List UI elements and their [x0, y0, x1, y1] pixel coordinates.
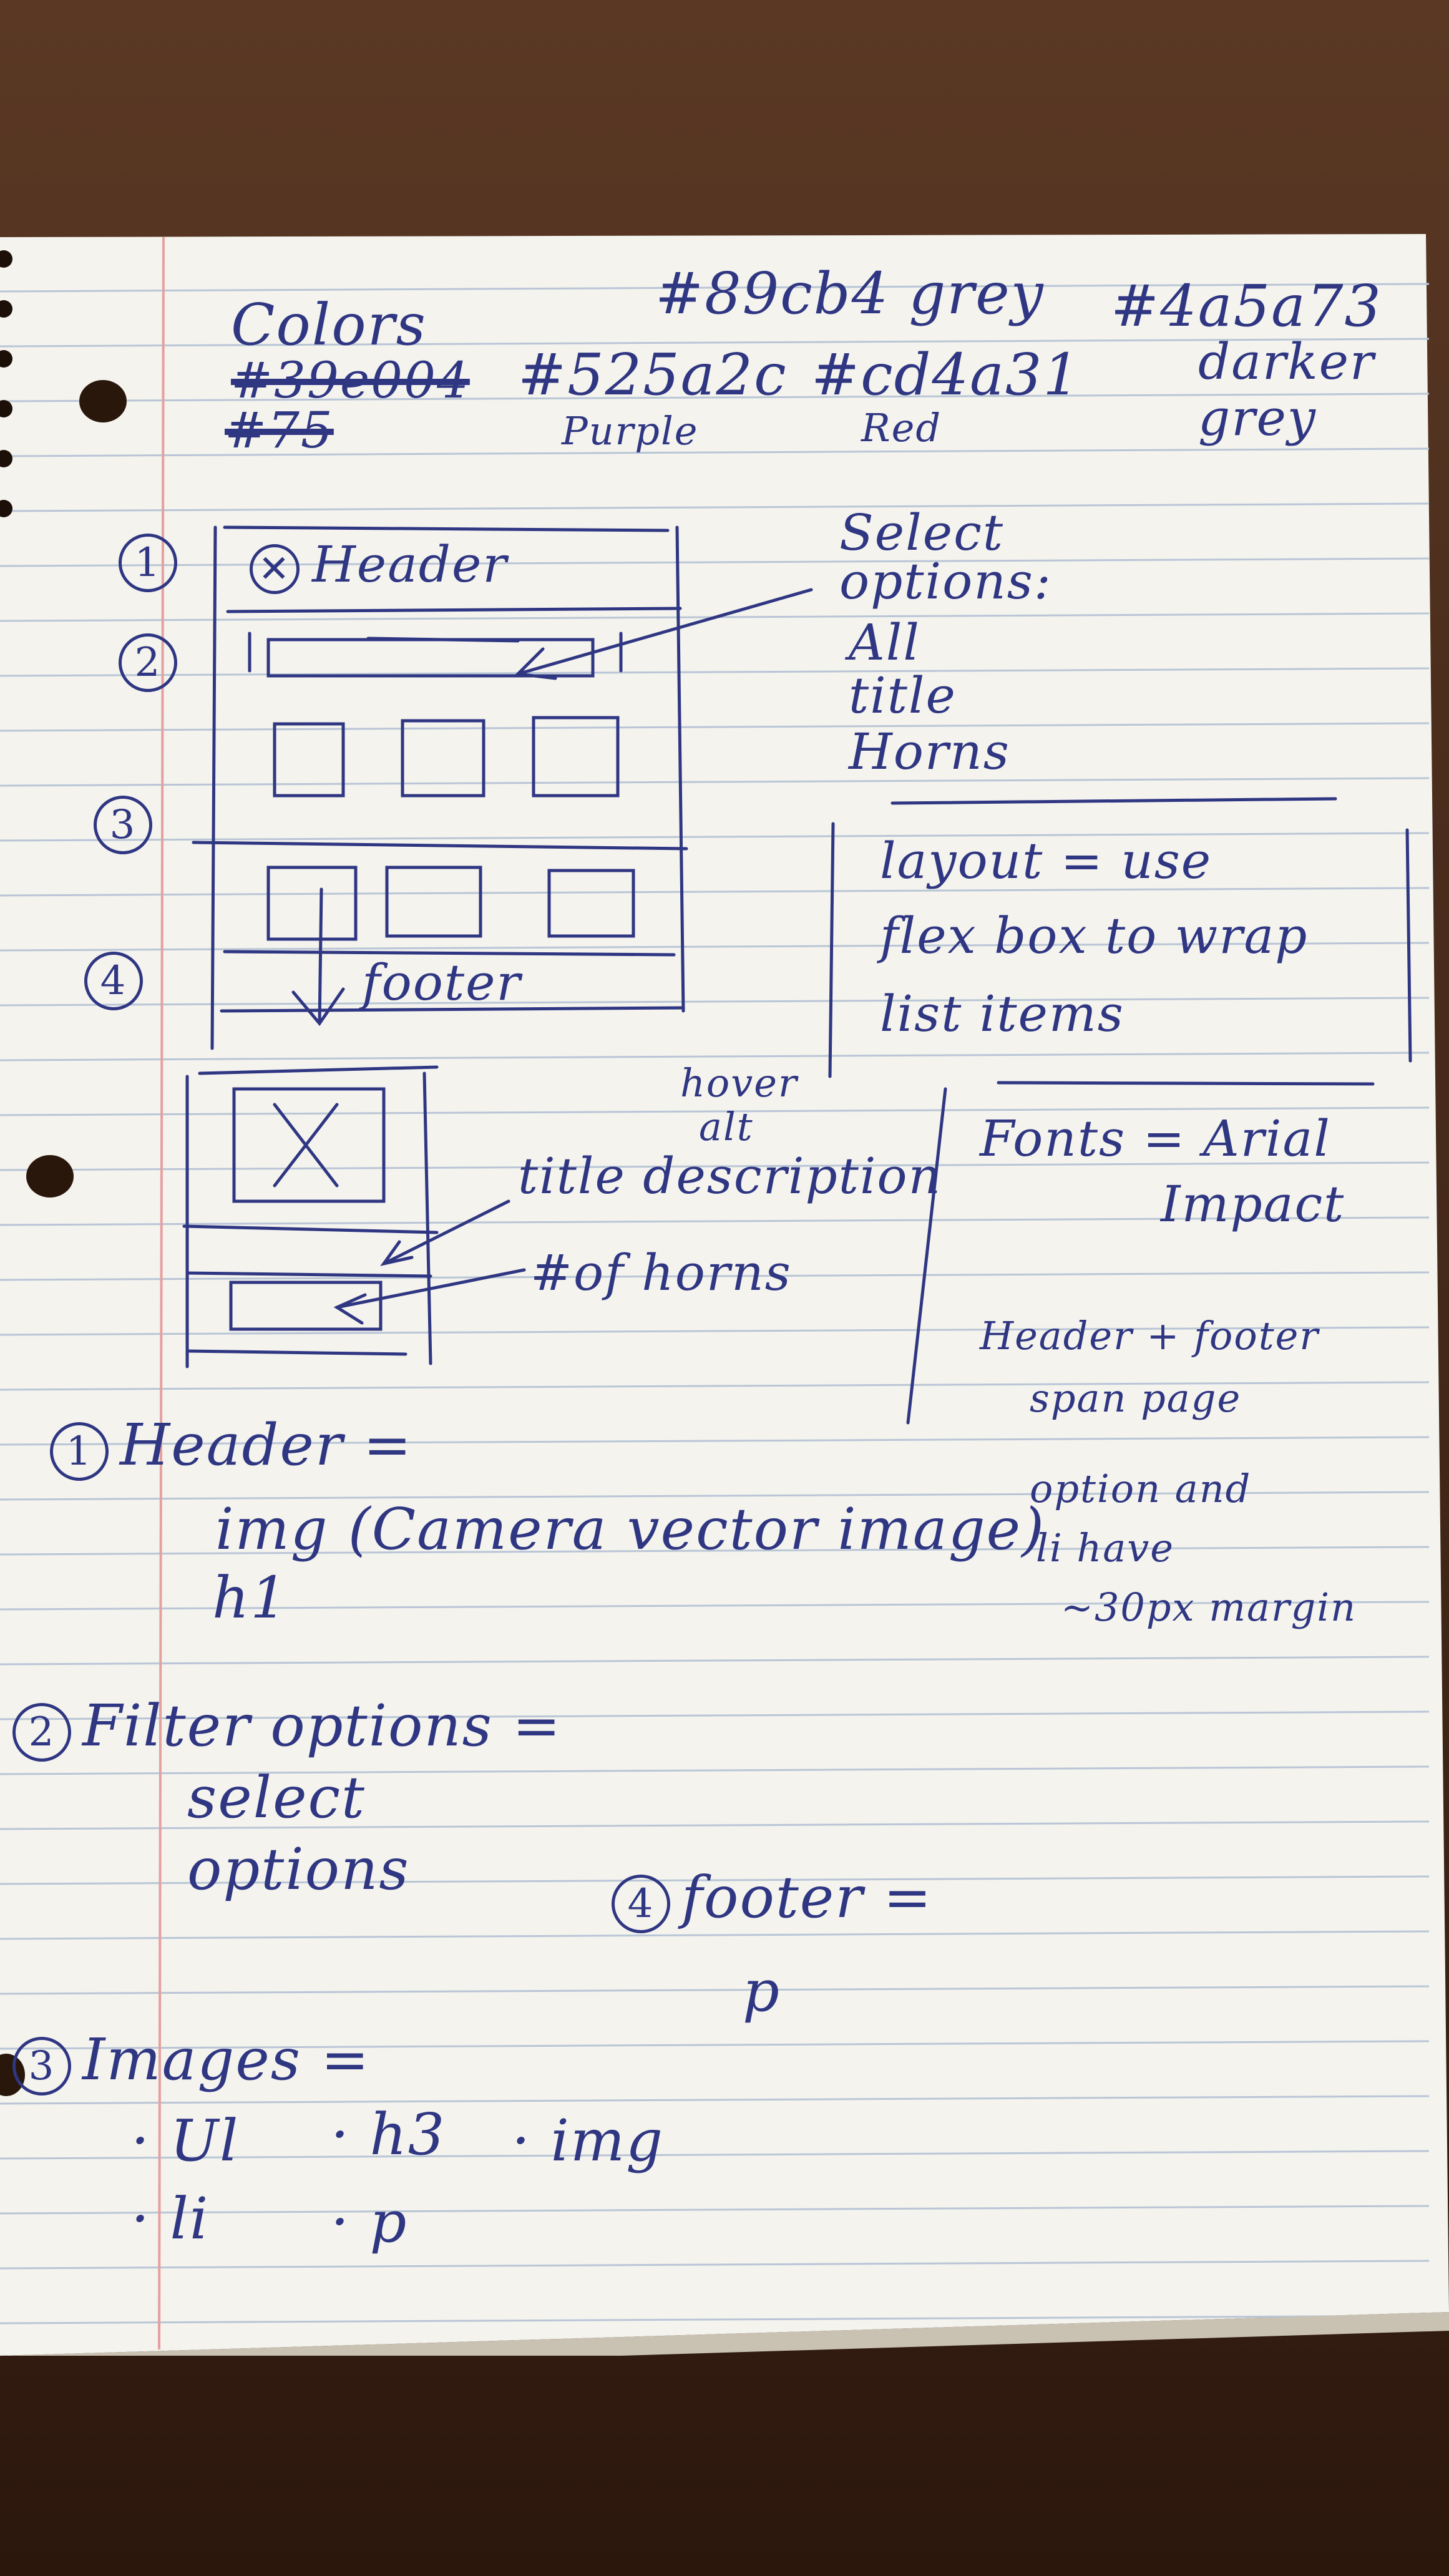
ruled-line [0, 338, 1430, 348]
ruled-line [0, 777, 1430, 787]
header-sketch-label: ✕Header [250, 540, 508, 594]
note-images-ul: · Ul [131, 2107, 240, 2174]
layout-note-1: layout = use [880, 832, 1212, 890]
red-label: Red [861, 405, 942, 451]
purple-label: Purple [562, 408, 699, 454]
margin-note-1: option and [1030, 1466, 1252, 1511]
span-note-1: Header + footer [980, 1313, 1319, 1359]
ruled-line [0, 502, 1430, 512]
ruled-line [0, 722, 1430, 732]
ruled-line [0, 667, 1430, 677]
ruled-line [0, 1985, 1430, 1995]
spiral-tear-marks [0, 250, 12, 517]
layout-note-3: list items [880, 985, 1125, 1043]
punch-hole-middle [26, 1155, 74, 1198]
fonts-note-1: Fonts = Arial [980, 1110, 1331, 1168]
alt-label: alt [699, 1104, 754, 1149]
step-number-3: 3 [94, 796, 163, 854]
title-description-label: title description [518, 1147, 942, 1205]
step-number-2: 2 [119, 633, 188, 692]
note-images-img: · img [512, 2107, 665, 2174]
ruled-line [0, 1051, 1430, 1061]
ruled-line [0, 2205, 1430, 2215]
fonts-note-2: Impact [1161, 1175, 1345, 1233]
margin-note-3: ~30px margin [1061, 1584, 1357, 1630]
paper-drawing [0, 234, 1449, 2356]
ruled-line [0, 1710, 1430, 1720]
note-images-p: · p [331, 2188, 408, 2255]
struck-color-2: #75 [225, 401, 334, 459]
colors-heading: Colors [231, 291, 427, 358]
ruled-line [0, 832, 1430, 842]
ruled-line [0, 1930, 1430, 1940]
ruled-line [0, 1656, 1430, 1666]
ruled-line [0, 557, 1430, 567]
ruled-line [0, 447, 1430, 457]
hover-label: hover [680, 1060, 798, 1106]
ruled-line [0, 2095, 1430, 2105]
footer-sketch-label: footer [362, 954, 522, 1012]
ruled-line [0, 2315, 1430, 2325]
ruled-line [0, 2260, 1430, 2270]
note-footer-p: p [743, 1958, 781, 2024]
span-note-2: span page [1030, 1375, 1242, 1421]
ruled-line [0, 1106, 1430, 1116]
red-hex: #cd4a31 [811, 341, 1081, 408]
paper-edge [0, 2312, 1449, 2356]
ruled-line [0, 1875, 1430, 1885]
ruled-line [0, 1546, 1430, 1556]
ruled-line [0, 283, 1430, 293]
ruled-line [0, 997, 1430, 1007]
ruled-line [0, 2150, 1430, 2160]
ruled-line [0, 1436, 1430, 1446]
step-number-1: 1 [119, 534, 188, 592]
grey-hex: #89cb4 grey [655, 260, 1045, 327]
ruled-line [0, 1271, 1430, 1281]
note-images-li: · li [131, 2185, 210, 2252]
ruled-line [0, 1161, 1430, 1171]
ruled-line [0, 887, 1430, 897]
darker-grey-label: darker grey [1198, 333, 1375, 447]
darker-grey-hex: #4a5a73 [1111, 273, 1382, 339]
note-filter-options: options [187, 1836, 410, 1903]
option-horns: Horns [849, 723, 1010, 781]
note-images-h3: · h3 [331, 2101, 446, 2168]
note-filter-select: select [187, 1764, 366, 1831]
layout-note-2: flex box to wrap [880, 907, 1309, 965]
ruled-line [0, 1820, 1430, 1830]
x-circle-icon: ✕ [250, 544, 300, 594]
select-options-label: Select options: [839, 504, 1052, 610]
ruled-line [0, 1601, 1430, 1611]
notebook-page: Colors #39e004 #75 #89cb4 grey #4a5a73 d… [0, 234, 1449, 2356]
note-header-img: img (Camera vector image) [215, 1496, 1045, 1563]
purple-hex: #525a2c [518, 341, 788, 408]
num-horns-label: #of horns [530, 1244, 792, 1302]
ruled-line [0, 393, 1430, 402]
ruled-line [0, 1765, 1430, 1775]
ruled-line [0, 2040, 1430, 2050]
paper-sheet [0, 234, 1449, 2356]
ruled-line [0, 1326, 1430, 1336]
ruled-line [0, 942, 1430, 952]
margin-line [158, 237, 165, 2350]
wireframe-sketch [182, 525, 1412, 1425]
ruled-line [0, 1491, 1430, 1501]
note-header-h1: h1 [212, 1564, 288, 1631]
struck-color-1: #39e004 [231, 351, 470, 409]
margin-note-2: li have [1036, 1525, 1174, 1571]
ruled-line [0, 1216, 1430, 1226]
step-number-4: 4 [84, 952, 154, 1010]
option-title: title [849, 666, 957, 724]
punch-hole-top [79, 380, 127, 422]
option-all: All [849, 613, 920, 671]
ruled-line [0, 1381, 1430, 1391]
